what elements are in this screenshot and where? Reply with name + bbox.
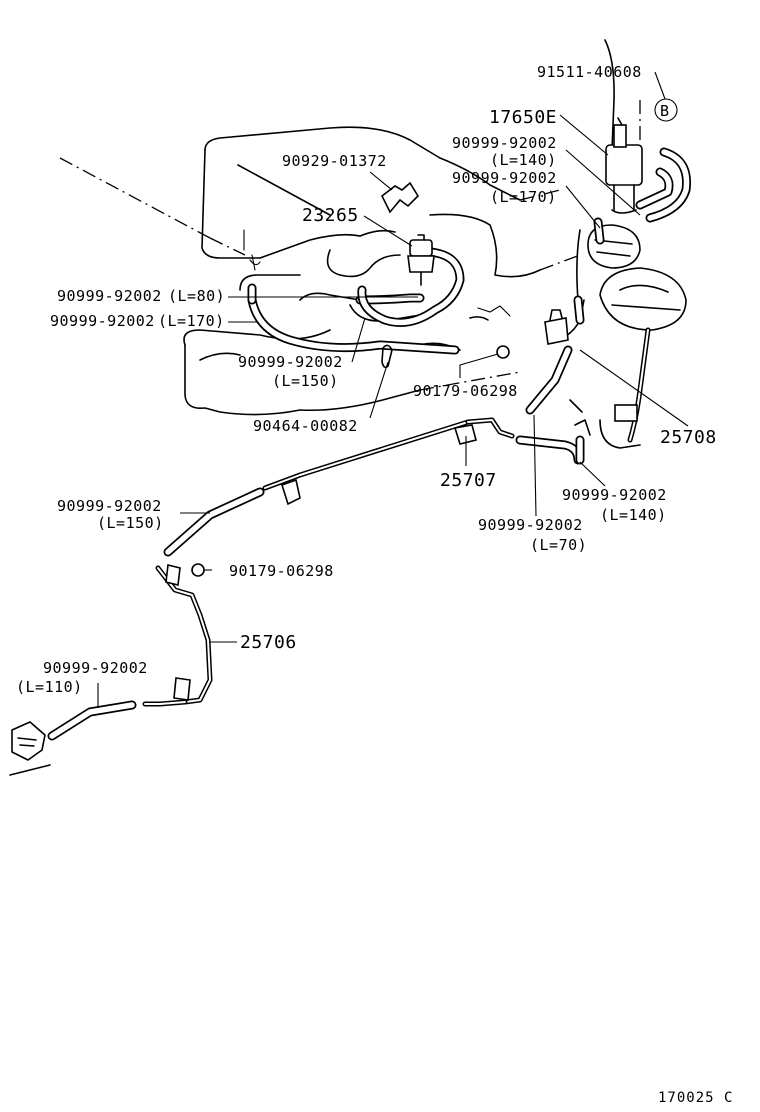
nut-90179-upper: [496, 345, 510, 359]
bracket-lower: [173, 677, 191, 701]
label-hose-l80-num: 90999-92002: [57, 287, 162, 305]
label-25708: 25708: [660, 427, 717, 448]
label-90179-lower: 90179-06298: [229, 562, 334, 580]
lower-left-fitting: [11, 721, 46, 761]
marker-b-circle: [654, 98, 678, 122]
label-hose-l170a-num: 90999-92002: [452, 169, 557, 187]
label-hose-l140b-num: 90999-92002: [562, 486, 667, 504]
vacuum-pipe-assembly: [142, 417, 515, 707]
label-17650e: 17650E: [489, 107, 557, 128]
label-hose-l140a-num: 90999-92002: [452, 134, 557, 152]
part-labels: 91511-40608 B 17650E 90999-92002 (L=140)…: [16, 63, 733, 1106]
bracket-25707: [453, 424, 477, 445]
vacuum-hoses: [47, 217, 605, 741]
clamp-90464: [381, 344, 393, 369]
label-hose-l140b-len: (L=140): [600, 506, 667, 524]
label-marker-b: B: [660, 102, 670, 120]
small-parts: [9, 98, 678, 776]
label-90179-upper: 90179-06298: [413, 382, 518, 400]
label-hose-l150b-len: (L=150): [97, 514, 164, 532]
egr-valve: [599, 267, 687, 331]
label-hose-l80-len: (L=80): [168, 287, 225, 305]
bracket-upper: [281, 478, 301, 506]
label-hose-l70-num: 90999-92002: [478, 516, 583, 534]
vsv-connector: [613, 124, 627, 148]
label-hose-l110-len: (L=110): [16, 678, 83, 696]
label-hose-l150b-num: 90999-92002: [57, 497, 162, 515]
clip-90929: [380, 181, 420, 214]
nut-90179-lower: [191, 563, 205, 577]
label-hose-l110-num: 90999-92002: [43, 659, 148, 677]
label-91511: 91511-40608: [537, 63, 642, 81]
valve-23265-body: [407, 255, 435, 273]
label-23265: 23265: [302, 205, 359, 226]
diagram-reference-code: 170025 C: [658, 1090, 733, 1106]
leader-lines: [97, 71, 689, 708]
label-90929: 90929-01372: [282, 152, 387, 170]
label-hose-l170b-num: 90999-92002: [50, 312, 155, 330]
label-25706: 25706: [240, 632, 297, 653]
label-25707: 25707: [440, 470, 497, 491]
egr-fitting: [614, 404, 638, 422]
bracket-middle: [165, 564, 181, 586]
valve-23265-top: [409, 239, 433, 257]
fitting-25708: [544, 317, 569, 345]
label-hose-l170b-len: (L=170): [158, 312, 225, 330]
label-90464: 90464-00082: [253, 417, 358, 435]
label-hose-l150a-len: (L=150): [272, 372, 339, 390]
label-hose-l70-len: (L=70): [530, 536, 587, 554]
label-hose-l140a-len: (L=140): [490, 151, 557, 169]
label-hose-l150a-num: 90999-92002: [238, 353, 343, 371]
vsv-solenoid: [605, 144, 643, 186]
label-hose-l170a-len: (L=170): [490, 188, 557, 206]
